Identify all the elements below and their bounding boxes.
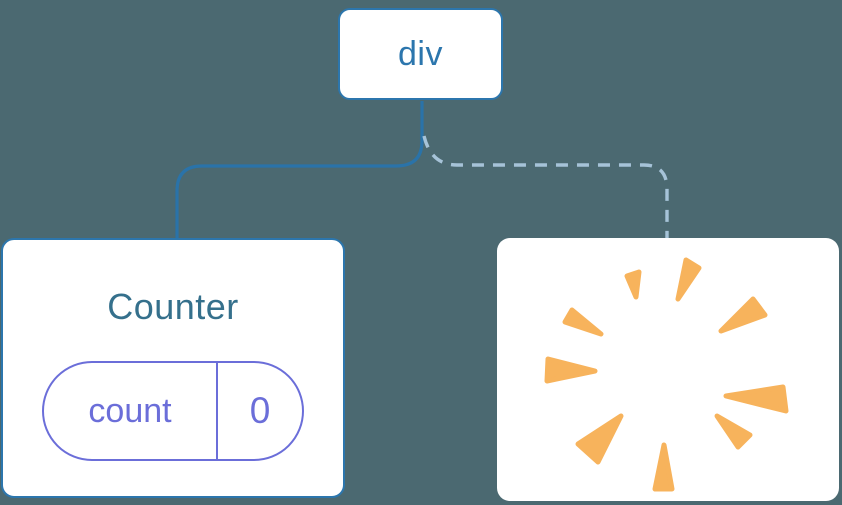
poof-wedge — [544, 356, 598, 384]
poof-wedge — [723, 384, 789, 414]
solid-edge-div-to-counter — [175, 101, 424, 238]
poof-burst-icon — [544, 257, 789, 492]
dashed-edge-div-to-removed — [422, 135, 669, 238]
counter-title: Counter — [107, 286, 239, 327]
poof-wedge — [718, 296, 768, 334]
removed-card — [497, 238, 839, 501]
poof-wedge — [675, 257, 702, 302]
state-key: count — [88, 391, 172, 430]
root-node-div: div — [338, 8, 503, 100]
poof-wedge — [624, 269, 642, 300]
state-value: 0 — [216, 363, 302, 459]
poof-wedge — [575, 413, 624, 465]
poof-wedge — [652, 442, 675, 492]
poof-wedge — [714, 413, 753, 450]
state-pill: count 0 — [42, 361, 304, 461]
root-node-label: div — [398, 34, 443, 73]
poof-wedge — [562, 307, 604, 337]
counter-card: Counter count 0 — [1, 238, 345, 498]
